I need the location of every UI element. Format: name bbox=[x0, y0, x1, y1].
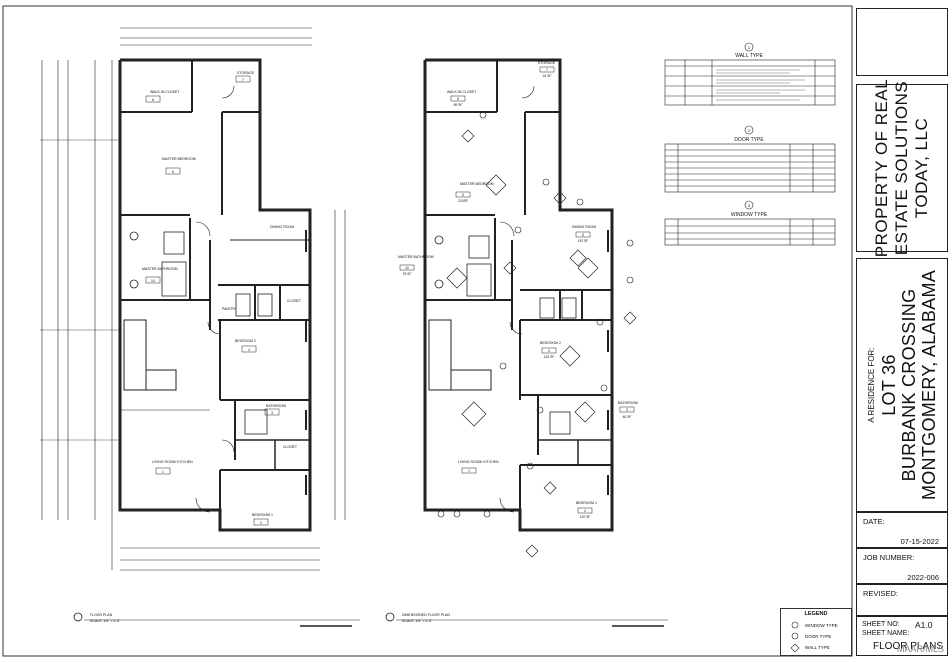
svg-text:LIVING ROOM/ KITCHEN: LIVING ROOM/ KITCHEN bbox=[152, 460, 193, 464]
sheet-no-label: SHEET NO: bbox=[862, 621, 900, 628]
title-block-top bbox=[856, 8, 948, 76]
date-label: DATE: bbox=[863, 517, 885, 526]
svg-text:1: 1 bbox=[748, 45, 751, 50]
svg-text:WALL TYPE: WALL TYPE bbox=[735, 53, 763, 59]
svg-text:3: 3 bbox=[748, 203, 751, 208]
svg-text:MASTER BEDROOM: MASTER BEDROOM bbox=[162, 157, 196, 161]
sheet-name-value: FLOOR PLANS bbox=[873, 641, 944, 652]
svg-text:4: 4 bbox=[248, 348, 250, 352]
svg-text:24 SF: 24 SF bbox=[543, 74, 552, 78]
svg-text:10: 10 bbox=[405, 266, 409, 270]
svg-text:10: 10 bbox=[151, 279, 155, 283]
svg-text:120 SF: 120 SF bbox=[580, 515, 591, 519]
legend: LEGEND WINDOW TYPE DOOR TYPE WALL TYPE bbox=[780, 608, 852, 656]
right-plan-labels: STORAGE 7 24 SF WALK-IN CLOSET 6 69 SF M… bbox=[398, 61, 638, 623]
owner-line: PROPERTY OF REAL bbox=[872, 78, 891, 258]
plan-caption: FLOOR PLAN bbox=[90, 613, 113, 617]
svg-text:192 SF: 192 SF bbox=[578, 239, 589, 243]
svg-text:2: 2 bbox=[584, 509, 586, 513]
job-label: JOB NUMBER: bbox=[863, 553, 915, 562]
date-box: DATE: 07-15-2022 bbox=[856, 512, 948, 548]
wall-type-table: 1 WALL TYPE bbox=[664, 42, 836, 106]
svg-text:5: 5 bbox=[462, 193, 464, 197]
svg-text:PANTRY: PANTRY bbox=[222, 307, 237, 311]
legend-symbols bbox=[790, 621, 800, 653]
left-plan-labels: WALK-IN CLOSET 6 STORAGE 7 MASTER BEDROO… bbox=[90, 71, 302, 623]
svg-text:STORAGE: STORAGE bbox=[538, 61, 556, 65]
svg-text:BEDROOM 2: BEDROOM 2 bbox=[235, 339, 256, 343]
svg-text:CLOSET: CLOSET bbox=[283, 445, 298, 449]
residence-for-label: A RESIDENCE FOR: bbox=[867, 347, 876, 423]
svg-text:6: 6 bbox=[457, 97, 459, 101]
svg-text:WINDOW TYPE: WINDOW TYPE bbox=[731, 212, 768, 218]
sheet-name-label: SHEET NAME: bbox=[862, 630, 910, 637]
sheet-box: SHEET NO: A1.0 SHEET NAME: FLOOR PLANS bbox=[856, 616, 948, 656]
svg-text:3: 3 bbox=[271, 411, 273, 415]
mls-watermark: MAAR/MLS bbox=[896, 644, 944, 654]
svg-text:69 SF: 69 SF bbox=[454, 103, 463, 107]
svg-text:120 SF: 120 SF bbox=[544, 355, 555, 359]
svg-text:DOOR TYPE: DOOR TYPE bbox=[734, 137, 764, 143]
svg-text:4: 4 bbox=[548, 349, 550, 353]
svg-text:8: 8 bbox=[582, 233, 584, 237]
svg-text:LIVING ROOM/ KITCHEN: LIVING ROOM/ KITCHEN bbox=[458, 460, 499, 464]
legend-title: LEGEND bbox=[804, 611, 828, 617]
svg-text:BATHROOM: BATHROOM bbox=[618, 401, 638, 405]
svg-text:1: 1 bbox=[162, 470, 164, 474]
svg-text:7: 7 bbox=[242, 78, 244, 82]
svg-text:MASTER BATHROOM: MASTER BATHROOM bbox=[398, 255, 434, 259]
project-lot: LOT 36 bbox=[879, 354, 899, 416]
revised-box: REVISED: bbox=[856, 584, 948, 616]
legend-item-door: DOOR TYPE bbox=[805, 634, 832, 639]
owner-line: TODAY, LLC bbox=[912, 117, 931, 219]
svg-text:3: 3 bbox=[626, 408, 628, 412]
legend-item-window: WINDOW TYPE bbox=[805, 623, 838, 628]
window-type-table: 3 WINDOW TYPE bbox=[664, 200, 836, 246]
svg-text:BEDROOM 1: BEDROOM 1 bbox=[252, 513, 273, 517]
job-box: JOB NUMBER: 2022-006 bbox=[856, 548, 948, 584]
date-value: 07-15-2022 bbox=[900, 537, 939, 546]
svg-text:7: 7 bbox=[546, 68, 548, 72]
project-location: MONTGOMERY, ALABAMA bbox=[919, 269, 939, 501]
plan-caption: DIMENSIONED FLOOR PLAN bbox=[402, 613, 450, 617]
sheet-border bbox=[2, 5, 853, 657]
legend-item-wall: WALL TYPE bbox=[805, 645, 830, 650]
project-name: BURBANK CROSSING bbox=[899, 288, 919, 482]
svg-text:CLOSET: CLOSET bbox=[287, 299, 302, 303]
room-label: WALK-IN CLOSET bbox=[150, 90, 180, 94]
svg-text:MASTER BEDROOM: MASTER BEDROOM bbox=[460, 182, 494, 186]
svg-text:DINING ROOM: DINING ROOM bbox=[270, 225, 294, 229]
svg-text:DINING ROOM: DINING ROOM bbox=[572, 225, 596, 229]
svg-text:WALK-IN CLOSET: WALK-IN CLOSET bbox=[447, 90, 477, 94]
owner-box: PROPERTY OF REAL ESTATE SOLUTIONS TODAY,… bbox=[856, 79, 948, 257]
job-value: 2022-006 bbox=[907, 573, 939, 582]
svg-text:BEDROOM 1: BEDROOM 1 bbox=[576, 501, 597, 505]
left-floor-plan bbox=[40, 27, 360, 627]
revised-label: REVISED: bbox=[863, 589, 899, 598]
title-block: PROPERTY OF REAL ESTATE SOLUTIONS TODAY,… bbox=[856, 8, 948, 656]
svg-text:BEDROOM 2: BEDROOM 2 bbox=[540, 341, 561, 345]
svg-text:STORAGE: STORAGE bbox=[237, 71, 255, 75]
svg-text:BATHROOM: BATHROOM bbox=[266, 404, 286, 408]
svg-text:40 SF: 40 SF bbox=[623, 415, 632, 419]
door-type-table: 2 DOOR TYPE bbox=[664, 125, 836, 193]
svg-text:SCALE: 1/4" = 1'-0": SCALE: 1/4" = 1'-0" bbox=[402, 619, 433, 623]
svg-text:SCALE: 1/4" = 1'-0": SCALE: 1/4" = 1'-0" bbox=[90, 619, 121, 623]
sheet-no-value: A1.0 bbox=[915, 620, 933, 630]
project-box: A RESIDENCE FOR: LOT 36 BURBANK CROSSING… bbox=[856, 258, 948, 512]
svg-text:5: 5 bbox=[172, 170, 174, 174]
svg-text:2: 2 bbox=[260, 521, 262, 525]
svg-text:224SF: 224SF bbox=[458, 199, 468, 203]
svg-text:2: 2 bbox=[748, 128, 751, 133]
right-floor-plan bbox=[385, 58, 668, 627]
svg-text:1: 1 bbox=[468, 469, 470, 473]
svg-text:MASTER BATHROOM: MASTER BATHROOM bbox=[142, 267, 178, 271]
owner-line: ESTATE SOLUTIONS bbox=[892, 80, 911, 256]
svg-text:6: 6 bbox=[152, 98, 154, 102]
svg-text:75 SF: 75 SF bbox=[403, 272, 412, 276]
